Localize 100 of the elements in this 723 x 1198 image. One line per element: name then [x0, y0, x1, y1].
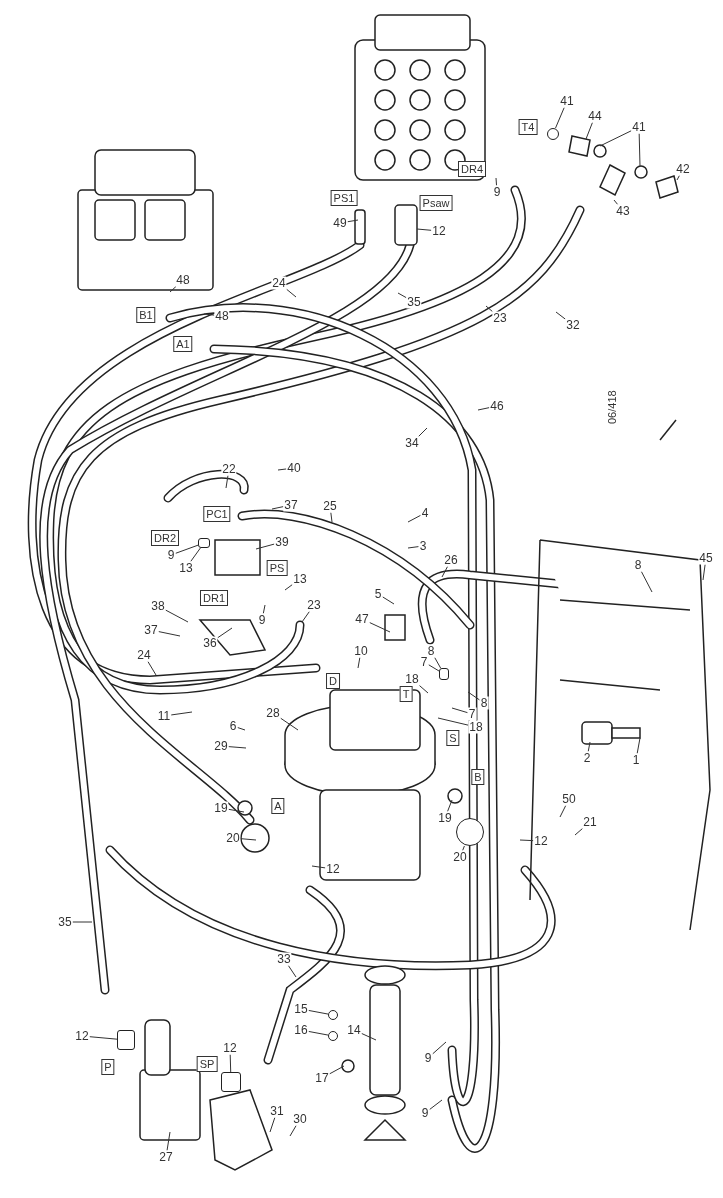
callout-number: 12: [74, 1029, 90, 1043]
callout-number: 1: [631, 753, 641, 767]
leader-line: [301, 611, 310, 623]
leader-line: [676, 175, 680, 181]
callout-number: 8: [633, 558, 643, 572]
port-label: Psaw: [419, 195, 453, 211]
callout-number: 27: [158, 1150, 174, 1164]
leader-line: [702, 564, 706, 581]
callout-number: 18: [404, 672, 420, 686]
callout-number: 4: [420, 506, 430, 520]
port-label: T4: [518, 119, 538, 135]
port-label: DR4: [458, 161, 486, 177]
callout-number: 9: [257, 613, 267, 627]
callout-number: 2: [582, 751, 592, 765]
leader-line: [147, 661, 157, 676]
callout-number: 30: [292, 1112, 308, 1126]
callout-number: 9: [423, 1051, 433, 1065]
callout-number: 24: [136, 648, 152, 662]
leader-line: [407, 546, 420, 549]
callout-number: 31: [269, 1104, 285, 1118]
callout-number: 37: [283, 498, 299, 512]
leader-line: [431, 1041, 447, 1055]
leader-line: [255, 543, 275, 550]
drawing-number: 06/418: [606, 390, 618, 424]
leader-line: [280, 717, 299, 731]
callout-number: 12: [222, 1041, 238, 1055]
callout-number: 48: [175, 273, 191, 287]
callout-number: 32: [565, 318, 581, 332]
callout-number: 21: [582, 815, 598, 829]
leader-line: [170, 711, 193, 716]
leader-line: [451, 707, 469, 714]
leader-line: [428, 1099, 443, 1111]
callout-number: 3: [418, 539, 428, 553]
callout-number: 5: [373, 587, 383, 601]
callout-number: 49: [332, 216, 348, 230]
leader-line: [477, 407, 490, 411]
leader-line: [308, 1009, 329, 1015]
callout-number: 9: [420, 1106, 430, 1120]
port-label: B1: [136, 307, 156, 323]
hose-fitting: [117, 1030, 135, 1050]
callout-number: 29: [213, 739, 229, 753]
leader-line: [555, 107, 565, 129]
leader-line: [166, 1131, 171, 1151]
callout-number: 11: [156, 709, 172, 723]
callout-number: 33: [276, 952, 292, 966]
port-label: T: [399, 686, 413, 702]
leader-line: [240, 838, 257, 841]
leader-line: [638, 133, 641, 167]
leader-line: [89, 1036, 118, 1040]
callout-number: 22: [221, 462, 237, 476]
callout-number: 34: [404, 436, 420, 450]
port-label: S: [446, 730, 460, 746]
callout-number: 46: [489, 399, 505, 413]
callout-number: 28: [265, 706, 281, 720]
leader-line: [308, 1030, 329, 1036]
callout-number: 12: [431, 224, 447, 238]
port-label: DR2: [151, 530, 179, 546]
leader-line: [418, 685, 429, 694]
leader-line: [357, 657, 361, 669]
leader-line: [165, 609, 189, 623]
leader-line: [190, 547, 201, 562]
leader-line: [434, 657, 442, 669]
leader-line: [158, 631, 181, 637]
leader-line: [286, 288, 297, 298]
leader-line: [485, 305, 493, 312]
leader-line: [174, 544, 199, 554]
leader-line: [329, 1065, 345, 1075]
leader-line: [284, 584, 293, 591]
callout-number: 38: [150, 599, 166, 613]
callout-number: 41: [631, 120, 647, 134]
callout-number: 14: [346, 1023, 362, 1037]
leader-line: [636, 737, 641, 754]
callout-number: 35: [57, 915, 73, 929]
leader-line: [217, 627, 233, 639]
leader-line: [330, 512, 333, 523]
seal-ring: [328, 1031, 338, 1041]
leader-line: [269, 1117, 276, 1133]
callout-number: 26: [443, 553, 459, 567]
callout-number: 23: [492, 311, 508, 325]
callout-number: 40: [286, 461, 302, 475]
leader-line: [467, 691, 481, 701]
leader-line: [236, 726, 246, 731]
seal-ring: [456, 818, 484, 846]
leader-line: [361, 1033, 377, 1041]
leader-line: [229, 1054, 232, 1073]
leader-line: [225, 475, 229, 489]
leader-line: [347, 219, 359, 223]
leader-line: [441, 566, 449, 578]
leader-line: [613, 199, 619, 205]
callout-number: 36: [202, 636, 218, 650]
leader-line: [369, 622, 391, 633]
port-label: P: [101, 1059, 115, 1075]
leader-line: [287, 965, 297, 978]
leader-line: [462, 845, 465, 851]
leader-line: [262, 604, 266, 614]
leader-line: [555, 311, 566, 320]
callout-number: 6: [228, 719, 238, 733]
callout-number: 19: [437, 811, 453, 825]
callout-number: 35: [406, 295, 422, 309]
leader-line: [640, 571, 653, 593]
